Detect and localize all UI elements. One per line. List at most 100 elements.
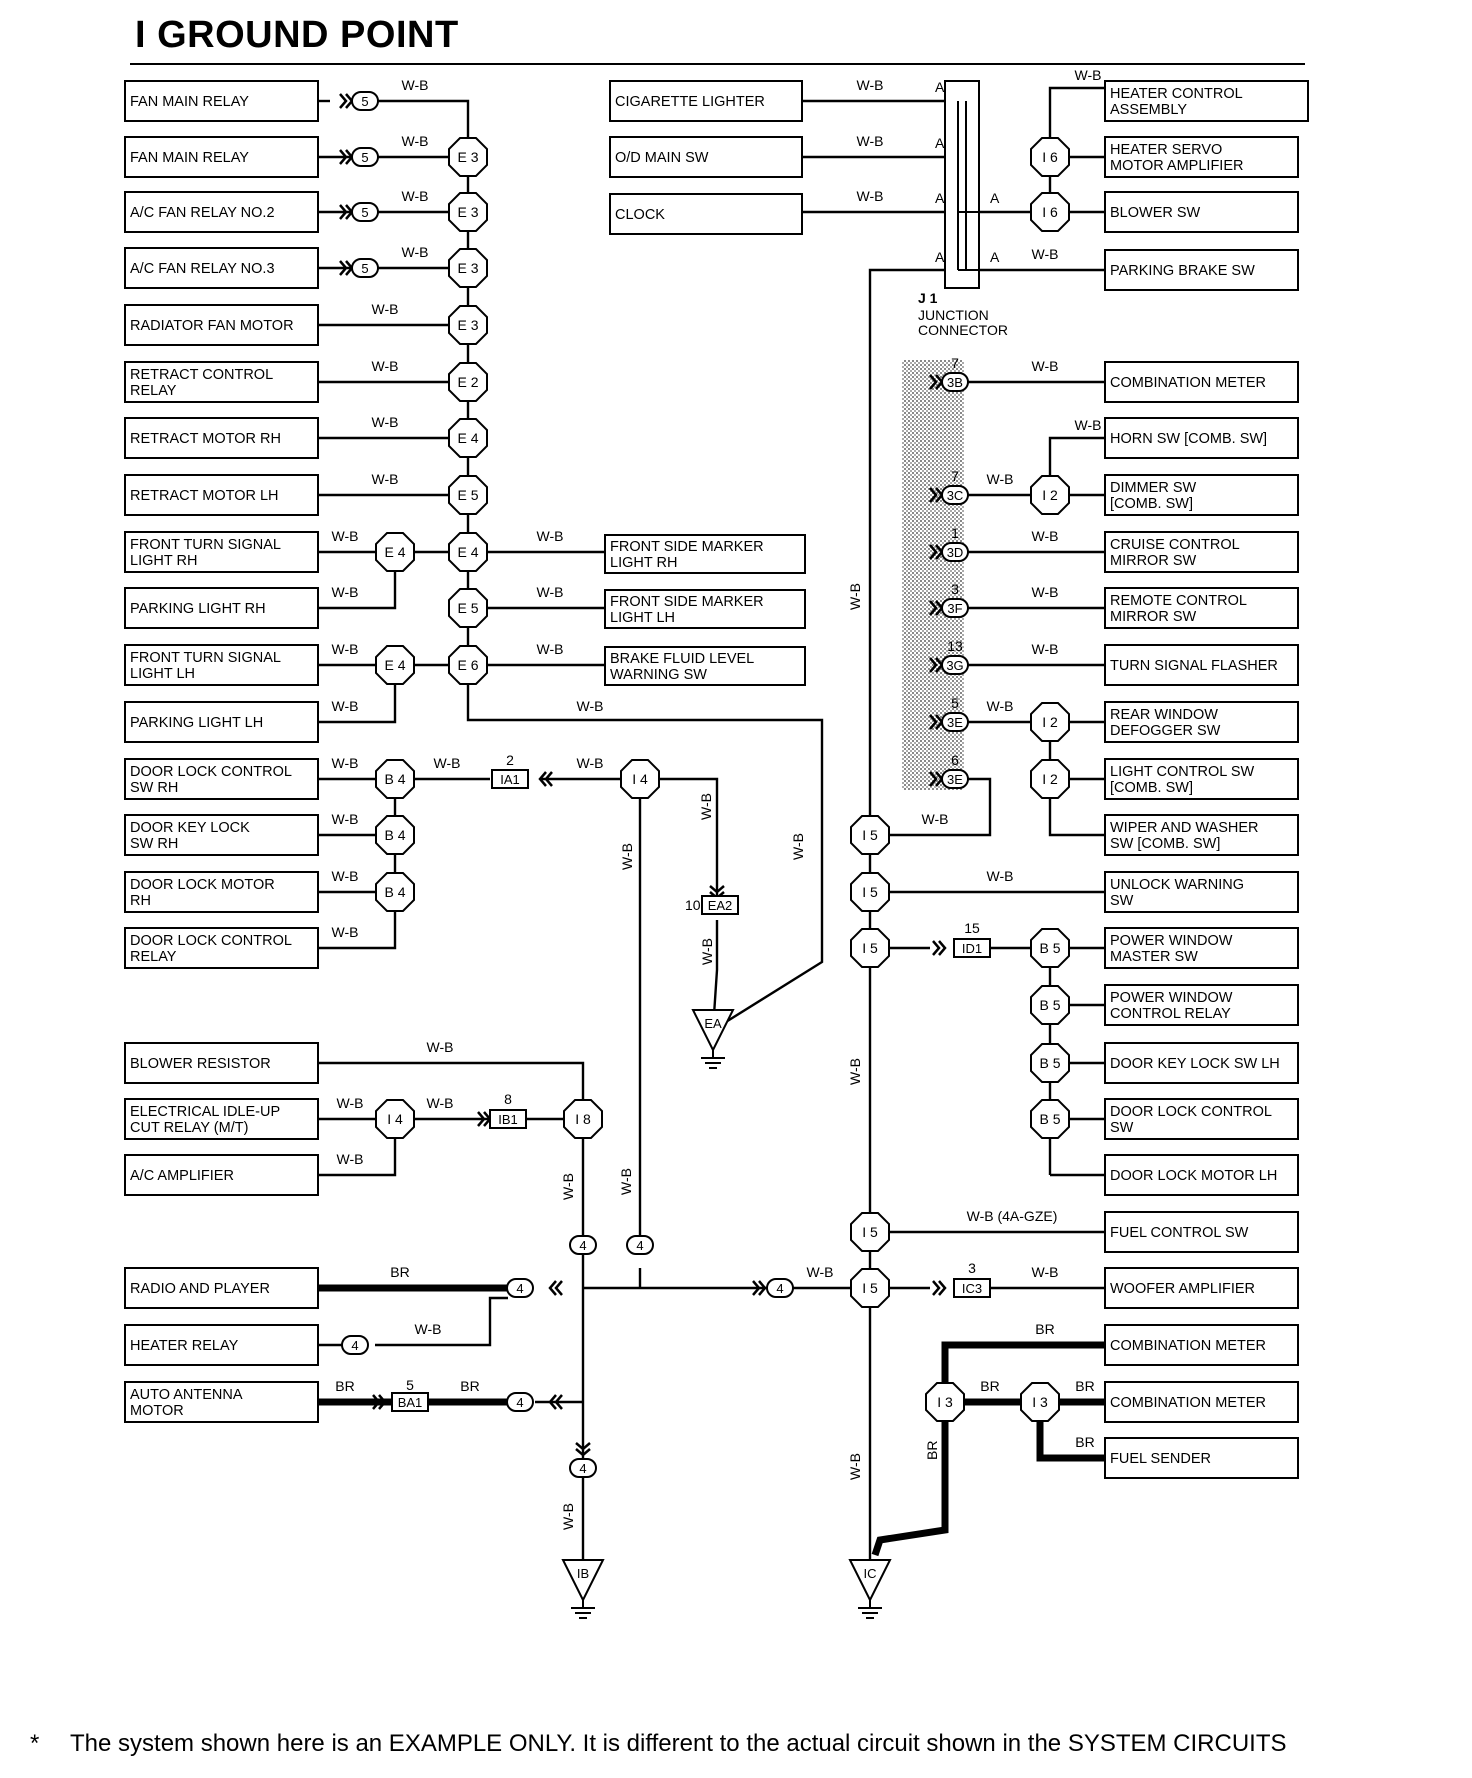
wb-wire bbox=[890, 777, 992, 837]
connector-label: 4 bbox=[636, 1238, 643, 1253]
connector-oval bbox=[569, 1458, 597, 1478]
splice-octagon bbox=[448, 137, 488, 177]
wire-label: W-B bbox=[332, 641, 359, 657]
splice-octagon bbox=[375, 815, 415, 855]
splice-label: E 4 bbox=[457, 430, 478, 446]
component-label: CIGARETTE LIGHTER bbox=[615, 94, 765, 110]
ground-triangle bbox=[561, 1559, 605, 1603]
ground-symbol bbox=[858, 1600, 882, 1619]
connector-label: ID1 bbox=[962, 941, 982, 956]
splice-label: B 5 bbox=[1039, 1055, 1060, 1071]
component-box bbox=[124, 1381, 319, 1423]
wire-label: W-B bbox=[1032, 641, 1059, 657]
component-label: DOOR LOCK MOTOR bbox=[130, 877, 275, 893]
component-label: RADIO AND PLAYER bbox=[130, 1281, 270, 1297]
ground-label: EA bbox=[704, 1016, 722, 1031]
ground-label: IC bbox=[864, 1566, 877, 1581]
connector-oval bbox=[941, 542, 969, 562]
wire-label: W-B bbox=[922, 811, 949, 827]
footnote: *The system shown here is an EXAMPLE ONL… bbox=[30, 1730, 1287, 1758]
component-box bbox=[1104, 474, 1299, 516]
splice-octagon bbox=[375, 872, 415, 912]
component-box bbox=[124, 701, 319, 743]
wire-label: W-B bbox=[857, 133, 884, 149]
component-box bbox=[124, 927, 319, 969]
wire-label: W-B bbox=[1032, 1264, 1059, 1280]
component-label: A/C FAN RELAY NO.3 bbox=[130, 261, 275, 277]
title-rule bbox=[130, 63, 1305, 65]
component-label: DOOR KEY LOCK bbox=[130, 820, 250, 836]
splice-label: E 6 bbox=[457, 657, 478, 673]
wire-label: W-B bbox=[427, 1039, 454, 1055]
component-label: FAN MAIN RELAY bbox=[130, 94, 249, 110]
wb-wire bbox=[375, 1296, 508, 1347]
connector-tag bbox=[489, 1109, 527, 1129]
component-box bbox=[124, 814, 319, 856]
component-label: BLOWER RESISTOR bbox=[130, 1056, 271, 1072]
splice-octagon bbox=[448, 418, 488, 458]
wire-label: W-B bbox=[790, 833, 806, 860]
connector-oval bbox=[941, 769, 969, 789]
wire-label: W-B bbox=[402, 133, 429, 149]
component-box bbox=[1104, 1098, 1299, 1140]
connector-label: 3F bbox=[947, 601, 962, 616]
page-title: I GROUND POINT bbox=[135, 14, 459, 56]
splice-label: I 5 bbox=[862, 884, 878, 900]
br-wire bbox=[871, 1402, 949, 1557]
component-box bbox=[1104, 80, 1309, 122]
component-box bbox=[604, 589, 806, 629]
component-label: UNLOCK WARNING bbox=[1110, 877, 1244, 893]
splice-label: I 8 bbox=[575, 1111, 591, 1127]
splice-label: B 4 bbox=[384, 771, 405, 787]
wire-label: W-B bbox=[577, 698, 604, 714]
component-label: WARNING SW bbox=[610, 667, 707, 683]
splice-label: I 3 bbox=[1032, 1394, 1048, 1410]
splice-octagon bbox=[563, 1099, 603, 1139]
connector-label: IA1 bbox=[500, 772, 520, 787]
splice-label: B 4 bbox=[384, 827, 405, 843]
connector-tag bbox=[953, 938, 991, 958]
component-label: HEATER CONTROL bbox=[1110, 86, 1243, 102]
component-label: SW [COMB. SW] bbox=[1110, 836, 1220, 852]
connector-oval bbox=[941, 372, 969, 392]
component-label: ASSEMBLY bbox=[1110, 102, 1187, 118]
connector-label: BA1 bbox=[398, 1395, 423, 1410]
splice-octagon bbox=[1020, 1382, 1060, 1422]
connector-label: 5 bbox=[361, 205, 368, 220]
junction-name: CONNECTOR bbox=[918, 322, 1008, 338]
wire-label: BR bbox=[1075, 1378, 1094, 1394]
connector-oval bbox=[351, 91, 379, 111]
component-label: CLOCK bbox=[615, 207, 665, 223]
splice-octagon bbox=[850, 1212, 890, 1252]
wire-label: BR bbox=[335, 1378, 354, 1394]
splice-octagon bbox=[448, 248, 488, 288]
component-box bbox=[1104, 984, 1299, 1026]
component-box bbox=[1104, 587, 1299, 629]
component-label: [COMB. SW] bbox=[1110, 780, 1193, 796]
wire-label: W-B bbox=[847, 1453, 863, 1480]
connector-label: 5 bbox=[361, 94, 368, 109]
component-label: RELAY bbox=[130, 383, 177, 399]
component-box bbox=[1104, 191, 1299, 233]
splice-label: E 3 bbox=[457, 317, 478, 333]
component-box bbox=[124, 417, 319, 459]
connector-label: 4 bbox=[516, 1395, 523, 1410]
connector-tag bbox=[701, 895, 739, 915]
splice-label: I 3 bbox=[937, 1394, 953, 1410]
splice-label: E 4 bbox=[457, 544, 478, 560]
pin-label: 15 bbox=[964, 920, 980, 936]
component-box bbox=[1104, 1267, 1299, 1309]
footnote-marker: * bbox=[30, 1730, 40, 1757]
component-box bbox=[124, 247, 319, 289]
ground-label: IB bbox=[577, 1566, 589, 1581]
connector-arrow bbox=[548, 1280, 563, 1296]
component-label: LIGHT RH bbox=[610, 555, 677, 571]
wire-label: W-B bbox=[332, 528, 359, 544]
splice-label: E 3 bbox=[457, 204, 478, 220]
wire-label: W-B bbox=[699, 938, 715, 965]
splice-label: E 3 bbox=[457, 149, 478, 165]
wire-label: W-B bbox=[402, 188, 429, 204]
connector-oval bbox=[351, 147, 379, 167]
splice-octagon bbox=[448, 192, 488, 232]
component-label: SW bbox=[1110, 1120, 1134, 1136]
